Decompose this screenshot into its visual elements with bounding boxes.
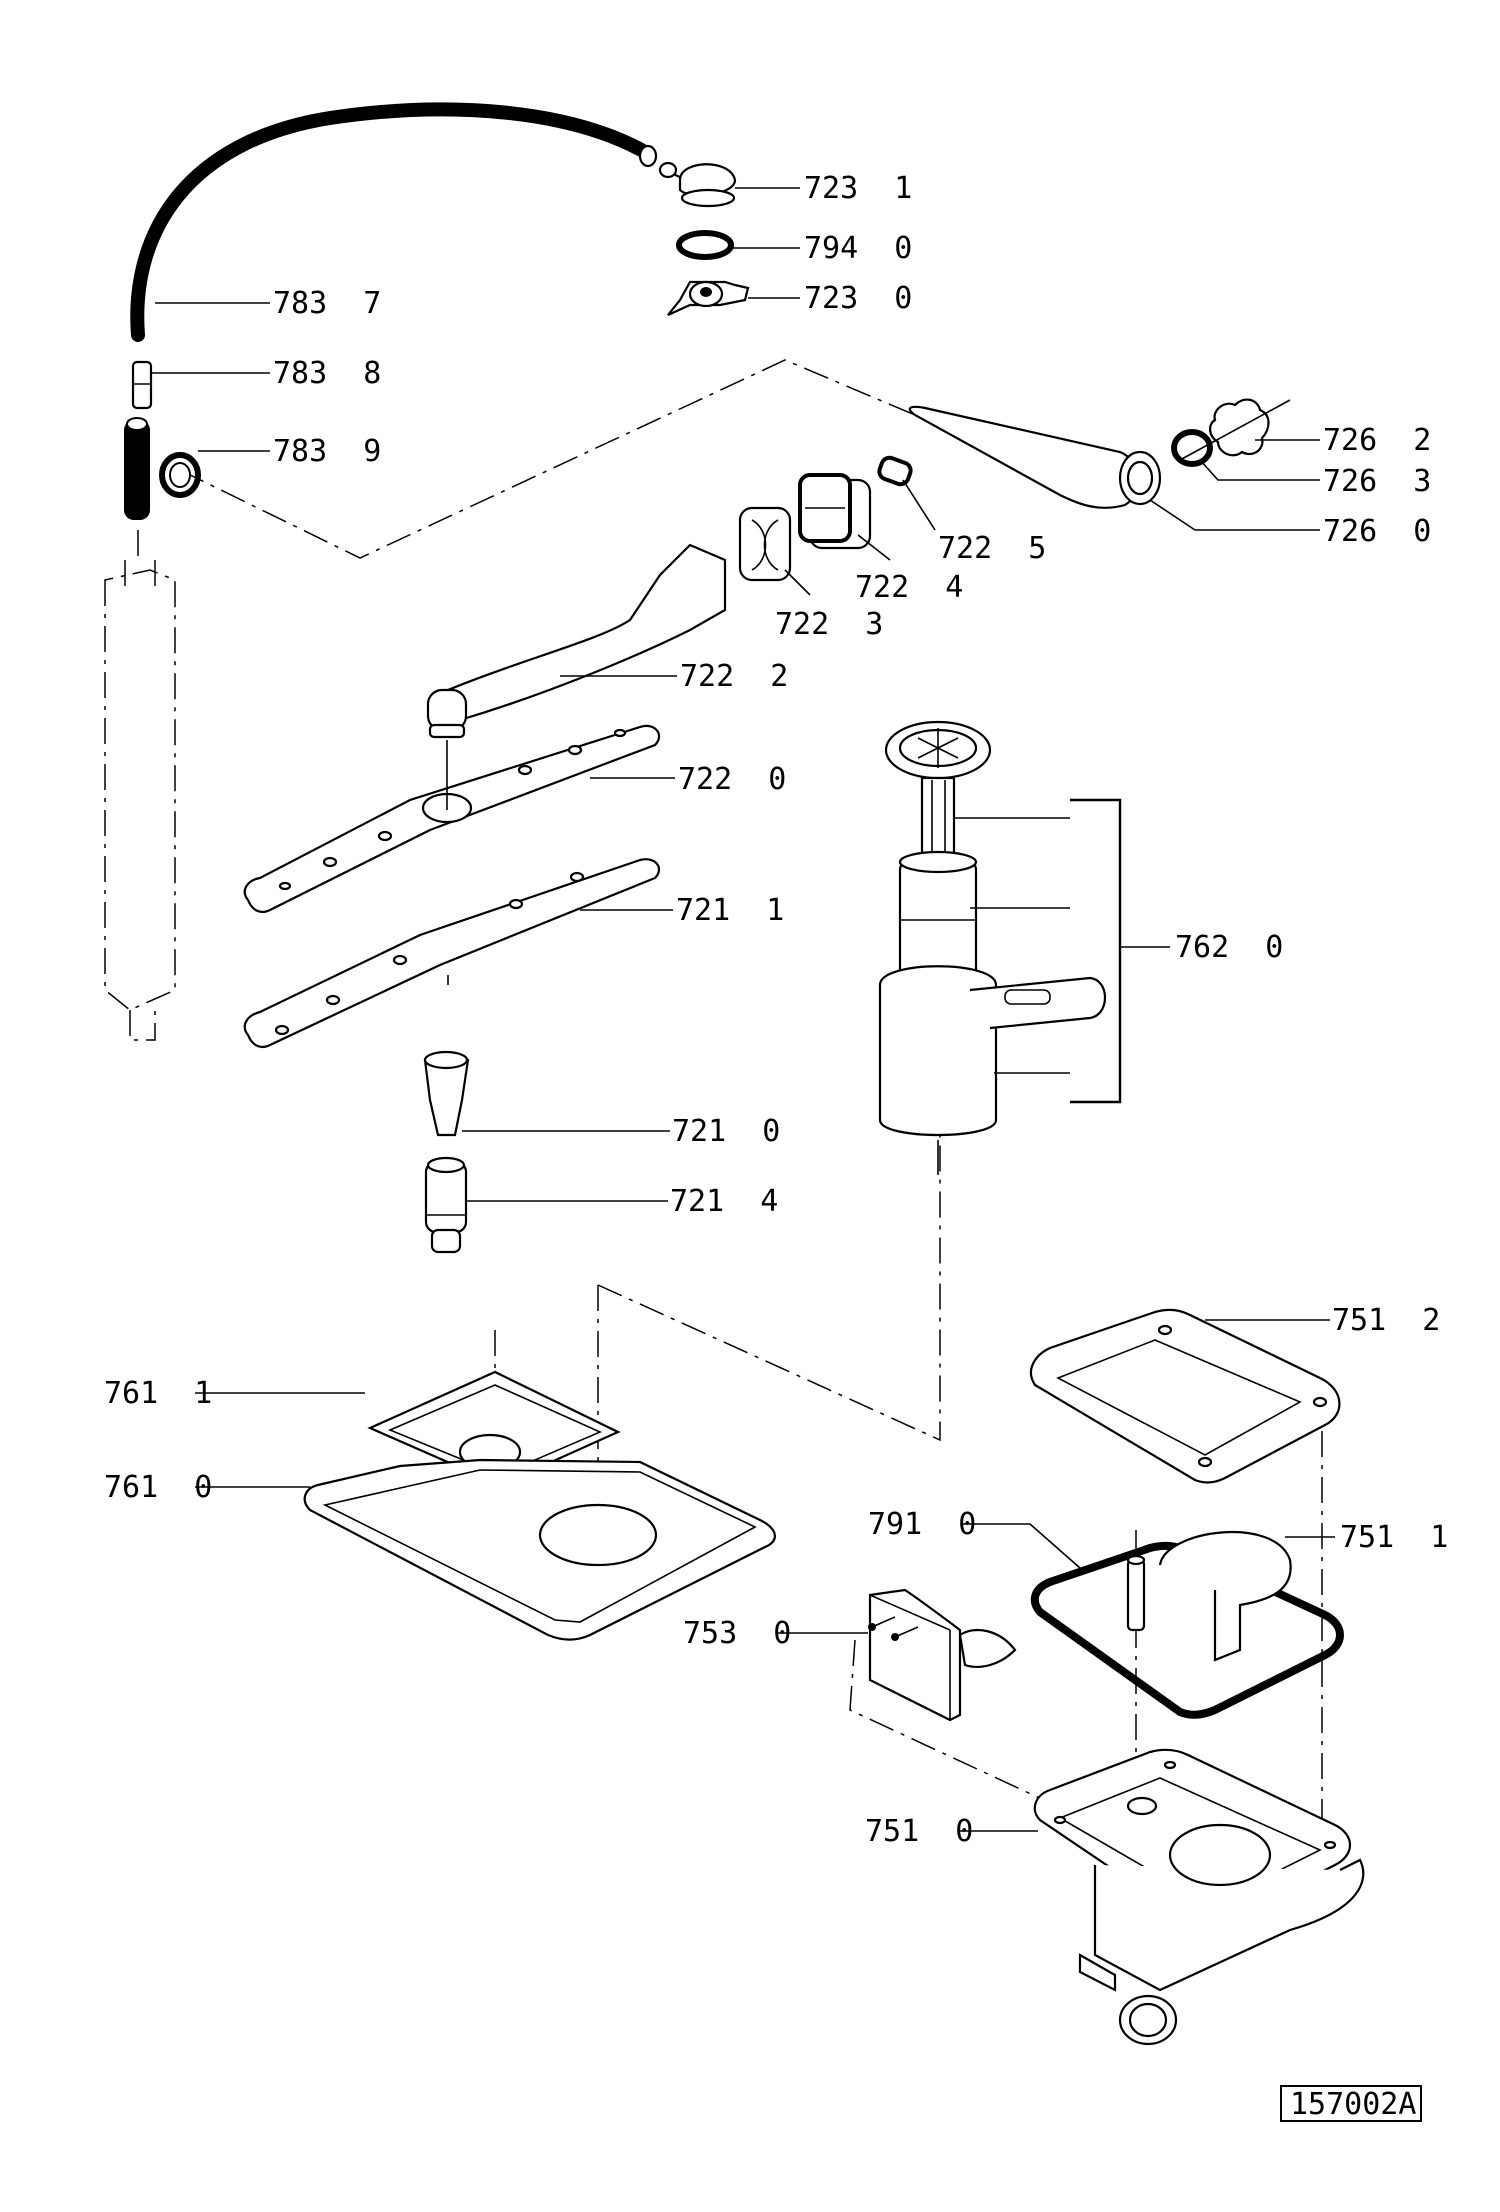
label-726-3: 726 3 — [1323, 464, 1431, 499]
connector-783-8 — [131, 360, 153, 410]
spray-arm-721-1 — [243, 858, 661, 1049]
hose-783-7 — [130, 102, 658, 342]
nozzle-721-0 — [423, 1050, 470, 1137]
drawing-code: 157002A — [1290, 2087, 1416, 2122]
label-783-9: 783 9 — [273, 434, 381, 469]
label-723-1: 723 1 — [804, 171, 912, 206]
knob-nut-726-2 — [1179, 398, 1291, 461]
label-722-0: 722 0 — [678, 762, 786, 797]
label-783-8: 783 8 — [273, 356, 381, 391]
label-726-2: 726 2 — [1323, 423, 1431, 458]
seal-ring-794-0 — [676, 230, 734, 260]
label-751-0: 751 0 — [865, 1814, 973, 1849]
label-761-0: 761 0 — [104, 1470, 212, 1505]
micro-filter-761-0 — [303, 1458, 776, 1641]
label-722-3: 722 3 — [775, 607, 883, 642]
label-751-2: 751 2 — [1332, 1303, 1440, 1338]
label-721-0: 721 0 — [672, 1114, 780, 1149]
block-722-4 — [798, 473, 872, 550]
part-labels: 723 1 794 0 723 0 783 7 783 8 783 9 726 … — [104, 171, 1448, 1849]
label-791-0: 791 0 — [868, 1507, 976, 1542]
cover-frame-751-2 — [1029, 1308, 1341, 1484]
label-722-4: 722 4 — [855, 570, 963, 605]
insert-751-1 — [1126, 1530, 1292, 1662]
upper-tube-726-0 — [908, 405, 1162, 509]
seal-plate-722-3 — [738, 506, 792, 582]
spray-arm-722-0 — [243, 724, 661, 914]
filter-assembly-762-0 — [878, 720, 1106, 1175]
label-751-1: 751 1 — [1340, 1520, 1448, 1555]
bracket-762-0 — [955, 798, 1170, 1104]
side-tube-assembly — [104, 560, 176, 1041]
bushing-721-4 — [424, 1156, 468, 1254]
gasket-722-5 — [877, 455, 913, 487]
gasket-791-0 — [1030, 1541, 1344, 1719]
tee-fitting-783-9 — [124, 417, 201, 520]
nut-723-0 — [667, 280, 750, 317]
label-761-1: 761 1 — [104, 1376, 212, 1411]
label-762-0: 762 0 — [1175, 930, 1283, 965]
label-722-5: 722 5 — [938, 531, 1046, 566]
label-753-0: 753 0 — [683, 1616, 791, 1651]
label-783-7: 783 7 — [273, 286, 381, 321]
elbow-723-1 — [658, 161, 737, 208]
label-722-2: 722 2 — [680, 659, 788, 694]
label-726-0: 726 0 — [1323, 514, 1431, 549]
label-723-0: 723 0 — [804, 281, 912, 316]
feed-pipe-722-2 — [426, 543, 727, 739]
block-753-0 — [868, 1588, 1017, 1722]
label-721-1: 721 1 — [676, 893, 784, 928]
sump-751-0 — [1033, 1748, 1365, 2046]
label-721-4: 721 4 — [670, 1184, 778, 1219]
label-794-0: 794 0 — [804, 231, 912, 266]
ring-726-3 — [1171, 429, 1213, 467]
drawing-code-box: 157002A — [1280, 2085, 1422, 2122]
leader-lines — [151, 187, 1335, 1832]
